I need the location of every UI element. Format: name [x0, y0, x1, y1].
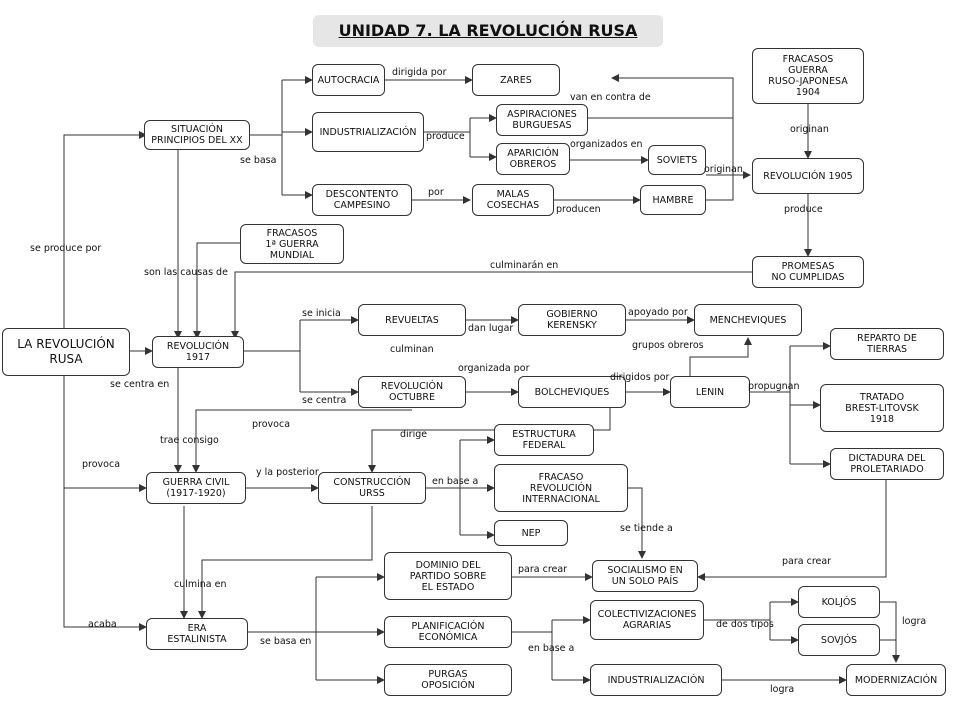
label-producen: producen [556, 204, 601, 215]
label-se-centra: se centra [302, 395, 347, 406]
node-industrializacion-2: INDUSTRIALIZACIÓN [590, 664, 722, 696]
label-logra-2: logra [770, 684, 795, 695]
node-tratado: TRATADO BREST-LITOVSK 1918 [820, 384, 944, 432]
node-colectivizaciones: COLECTIVIZACIONES AGRARIAS [590, 600, 704, 640]
label-y-la-posterior: y la posterior [256, 467, 319, 478]
node-bolcheviques: BOLCHEVIQUES [518, 376, 626, 408]
node-descontento: DESCONTENTO CAMPESINO [312, 184, 412, 216]
label-de-dos-tipos: de dos tipos [716, 619, 774, 630]
label-dirigida-por: dirigida por [392, 67, 447, 78]
node-modernizacion: MODERNIZACIÓN [846, 664, 946, 696]
node-gobierno-kerensky: GOBIERNO KERENSKY [518, 304, 626, 336]
label-culminaran-en: culminarán en [490, 260, 559, 271]
node-mencheviques: MENCHEVIQUES [694, 304, 802, 336]
node-construccion-urss: CONSTRUCCIÓN URSS [318, 472, 426, 504]
label-van-en-contra: van en contra de [570, 92, 651, 103]
node-malas-cosechas: MALAS COSECHAS [472, 184, 554, 216]
node-fracasos-japon: FRACASOS GUERRA RUSO-JAPONESA 1904 [752, 48, 864, 104]
node-purgas: PURGAS OPOSICIÓN [384, 664, 512, 696]
node-estructura-federal: ESTRUCTURA FEDERAL [494, 424, 594, 456]
label-logra-1: logra [902, 616, 927, 627]
node-koljos: KOLJÓS [798, 586, 880, 618]
label-originan-2: originan [790, 124, 829, 135]
label-culmina-en: culmina en [174, 579, 227, 590]
label-se-basa: se basa [240, 155, 277, 166]
node-sovjos: SOVJÓS [798, 624, 880, 656]
node-reparto-tierras: REPARTO DE TIERRAS [830, 328, 944, 360]
label-grupos-obreros: grupos obreros [632, 340, 704, 351]
node-industrializacion-1: INDUSTRIALIZACIÓN [312, 112, 424, 152]
node-socialismo: SOCIALISMO EN UN SOLO PAÍS [592, 560, 698, 592]
node-zares: ZARES [472, 64, 560, 96]
label-se-basa-en: se basa en [260, 636, 312, 647]
node-revolucion-rusa: LA REVOLUCIÓN RUSA [2, 328, 130, 376]
label-se-centra-en: se centra en [110, 379, 170, 390]
label-se-tiende-a: se tiende a [620, 523, 673, 534]
node-fracasos-gm: FRACASOS 1ª GUERRA MUNDIAL [240, 224, 344, 264]
node-fracaso-internacional: FRACASO REVOLUCIÓN INTERNACIONAL [494, 464, 628, 512]
node-nep: NEP [494, 520, 568, 546]
node-revolucion-octubre: REVOLUCIÓN OCTUBRE [358, 376, 466, 408]
node-lenin: LENIN [670, 376, 750, 408]
node-dictadura: DICTADURA DEL PROLETARIADO [830, 448, 944, 480]
node-soviets: SOVIETS [648, 145, 706, 175]
label-son-causas: son las causas de [144, 267, 228, 278]
label-originan-1: originan [704, 164, 743, 175]
node-revueltas: REVUELTAS [358, 304, 466, 336]
label-produce: produce [426, 131, 465, 142]
page-title: UNIDAD 7. LA REVOLUCIÓN RUSA [313, 15, 663, 47]
label-por: por [428, 187, 444, 198]
label-produce-2: produce [784, 204, 823, 215]
label-dan-lugar: dan lugar [468, 323, 514, 334]
label-propugnan: propugnan [748, 381, 800, 392]
label-en-base-a-2: en base a [528, 643, 575, 654]
label-provoca-2: provoca [82, 459, 121, 470]
label-culminan: culminan [390, 344, 434, 355]
node-era-estalinista: ERA ESTALINISTA [146, 618, 248, 650]
node-aparicion: APARICIÓN OBREROS [496, 143, 570, 175]
label-provoca-1: provoca [252, 419, 291, 430]
node-hambre: HAMBRE [640, 185, 706, 215]
label-en-base-a: en base a [432, 476, 479, 487]
node-situacion: SITUACIÓN PRINCIPIOS DEL XX [144, 120, 250, 150]
label-para-crear-2: para crear [518, 564, 568, 575]
label-para-crear-1: para crear [782, 556, 832, 567]
node-aspiraciones: ASPIRACIONES BURGUESAS [496, 104, 588, 136]
label-dirigidos-por: dirigidos por [610, 372, 670, 383]
label-dirige: dirige [400, 429, 428, 440]
label-se-inicia: se inicia [302, 308, 341, 319]
label-trae-consigo: trae consigo [160, 435, 219, 446]
node-revolucion-1917: REVOLUCIÓN 1917 [152, 336, 244, 368]
label-organizados-en: organizados en [570, 139, 643, 150]
node-revolucion-1905: REVOLUCIÓN 1905 [752, 158, 864, 194]
node-dominio-partido: DOMINIO DEL PARTIDO SOBRE EL ESTADO [384, 552, 512, 600]
label-apoyado-por: apoyado por [628, 307, 688, 318]
node-autocracia: AUTOCRACIA [312, 64, 385, 96]
label-organizada-por: organizada por [458, 363, 530, 374]
label-se-produce-por: se produce por [30, 243, 102, 254]
node-promesas: PROMESAS NO CUMPLIDAS [752, 256, 864, 288]
node-guerra-civil: GUERRA CIVIL (1917-1920) [146, 472, 246, 504]
label-acaba: acaba [88, 619, 117, 630]
node-planificacion: PLANIFICACIÓN ECONÓMICA [384, 616, 512, 648]
